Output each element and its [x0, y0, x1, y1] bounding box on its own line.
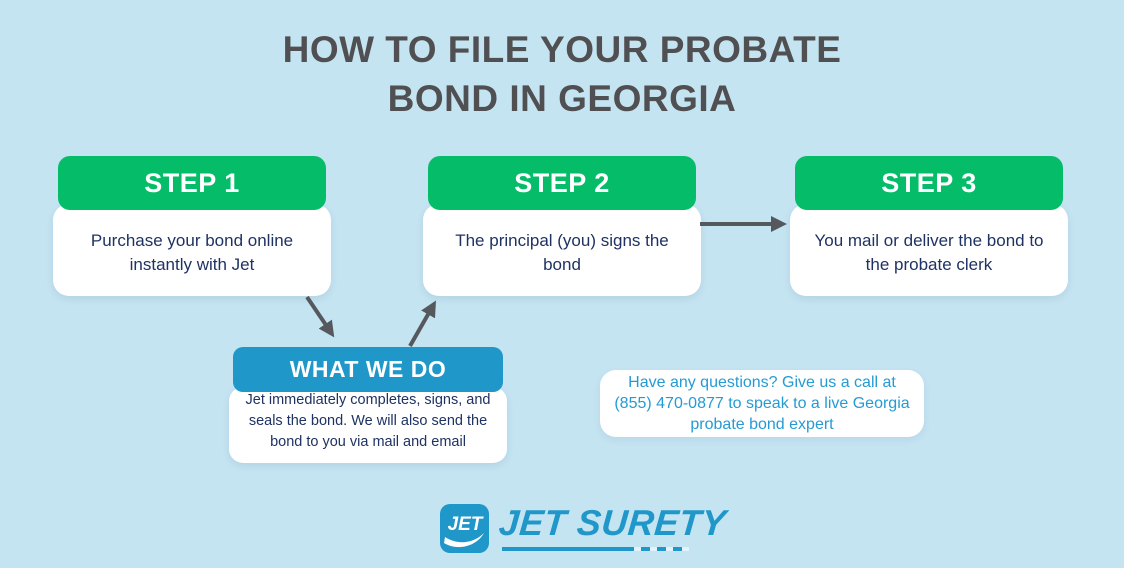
jet-surety-logo: JET JET SURETY — [440, 502, 728, 553]
title-line-1: HOW TO FILE YOUR PROBATE — [282, 29, 842, 70]
page-title: HOW TO FILE YOUR PROBATE BOND IN GEORGIA — [0, 26, 1124, 124]
jet-logo-icon: JET — [440, 504, 489, 553]
what-we-do-header: WHAT WE DO — [233, 347, 503, 392]
logo-underline — [502, 547, 689, 551]
step-1-text: Purchase your bond online instantly with… — [90, 230, 294, 274]
step-3-header: STEP 3 — [795, 156, 1063, 210]
step-2-text: The principal (you) signs the bond — [455, 230, 669, 274]
step-1-body: Purchase your bond online instantly with… — [53, 204, 331, 296]
title-line-2: BOND IN GEORGIA — [387, 77, 737, 119]
what-we-do-body: Jet immediately completes, signs, and se… — [229, 387, 507, 463]
svg-text:JET: JET — [448, 514, 484, 535]
logo-underline-dashes — [625, 547, 689, 551]
questions-card: Have any questions? Give us a call at (8… — [600, 370, 924, 437]
step-2-header: STEP 2 — [428, 156, 696, 210]
questions-text: Have any questions? Give us a call at (8… — [614, 373, 910, 434]
step-3-body: You mail or deliver the bond to the prob… — [790, 204, 1068, 296]
step-2-card: STEP 2 The principal (you) signs the bon… — [423, 156, 701, 296]
step-2-body: The principal (you) signs the bond — [423, 204, 701, 296]
step-1-card: STEP 1 Purchase your bond online instant… — [53, 156, 331, 296]
arrow-whatwedo-to-step2-icon — [408, 300, 436, 347]
step-3-text: You mail or deliver the bond to the prob… — [814, 230, 1044, 274]
jet-surety-wordmark: JET SURETY — [497, 502, 728, 543]
arrow-step1-to-whatwedo-icon — [305, 295, 335, 338]
what-we-do-text: Jet immediately completes, signs, and se… — [245, 391, 491, 450]
what-we-do-card: WHAT WE DO Jet immediately completes, si… — [229, 347, 507, 463]
step-1-header: STEP 1 — [58, 156, 326, 210]
step-3-card: STEP 3 You mail or deliver the bond to t… — [790, 156, 1068, 296]
